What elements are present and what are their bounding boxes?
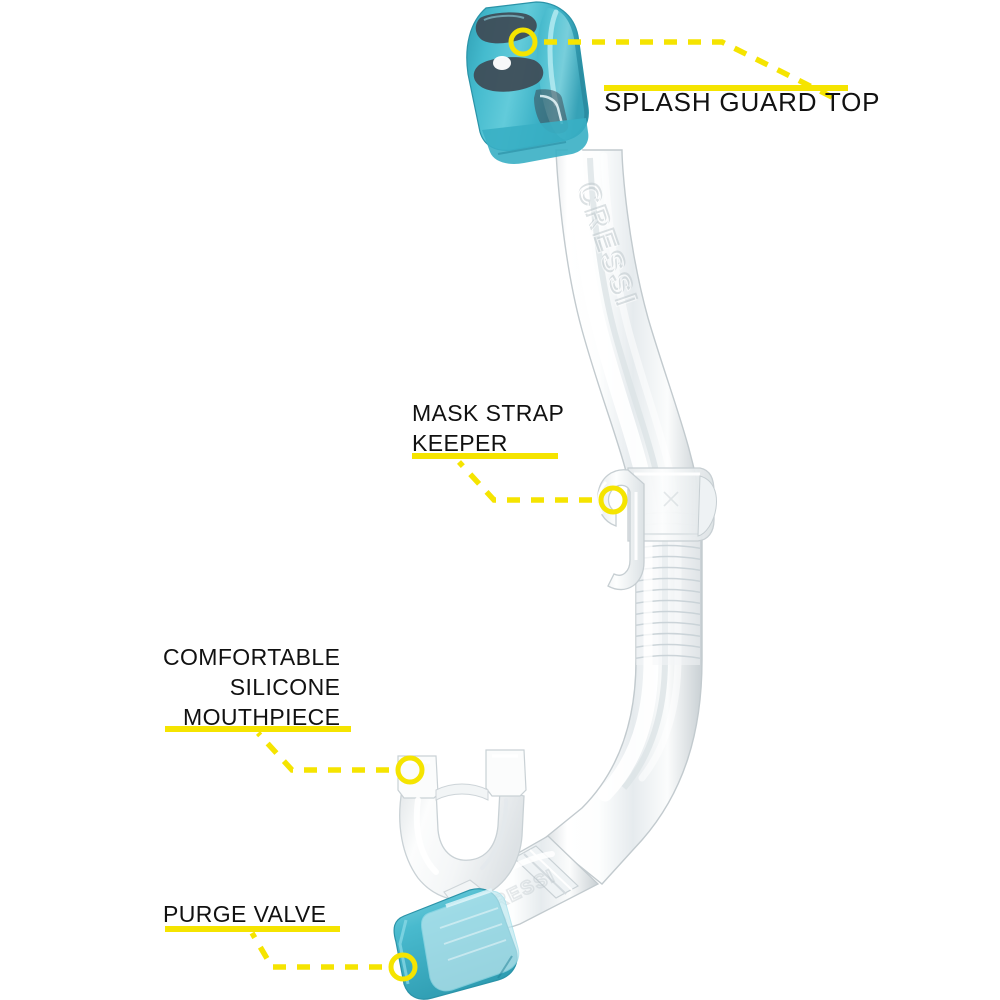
callout-label-mouthpiece: COMFORTABLE SILICONE MOUTHPIECE (163, 643, 340, 733)
callout-label-mask-strap-keeper: MASK STRAP KEEPER (412, 399, 564, 459)
callout-text-line: KEEPER (412, 429, 508, 456)
callout-label-purge-valve: PURGE VALVE (163, 900, 326, 930)
snorkel-tube: CRESSI CRESSI (543, 144, 703, 885)
callout-label-splash-guard-top: SPLASH GUARD TOP (604, 86, 880, 120)
callout-text-line: MASK STRAP (412, 400, 565, 426)
callout-text-line: COMFORTABLE (163, 644, 341, 670)
splash-guard-top-part (466, 1, 589, 164)
callout-text-line: SILICONE (229, 673, 341, 700)
callout-text-line: SPLASH GUARD TOP (604, 87, 881, 117)
purge-valve-part (393, 888, 520, 1000)
mask-strap-keeper-part (597, 467, 717, 591)
callout-text-line: MOUTHPIECE (183, 703, 341, 730)
callout-text-line: PURGE VALVE (163, 901, 327, 927)
